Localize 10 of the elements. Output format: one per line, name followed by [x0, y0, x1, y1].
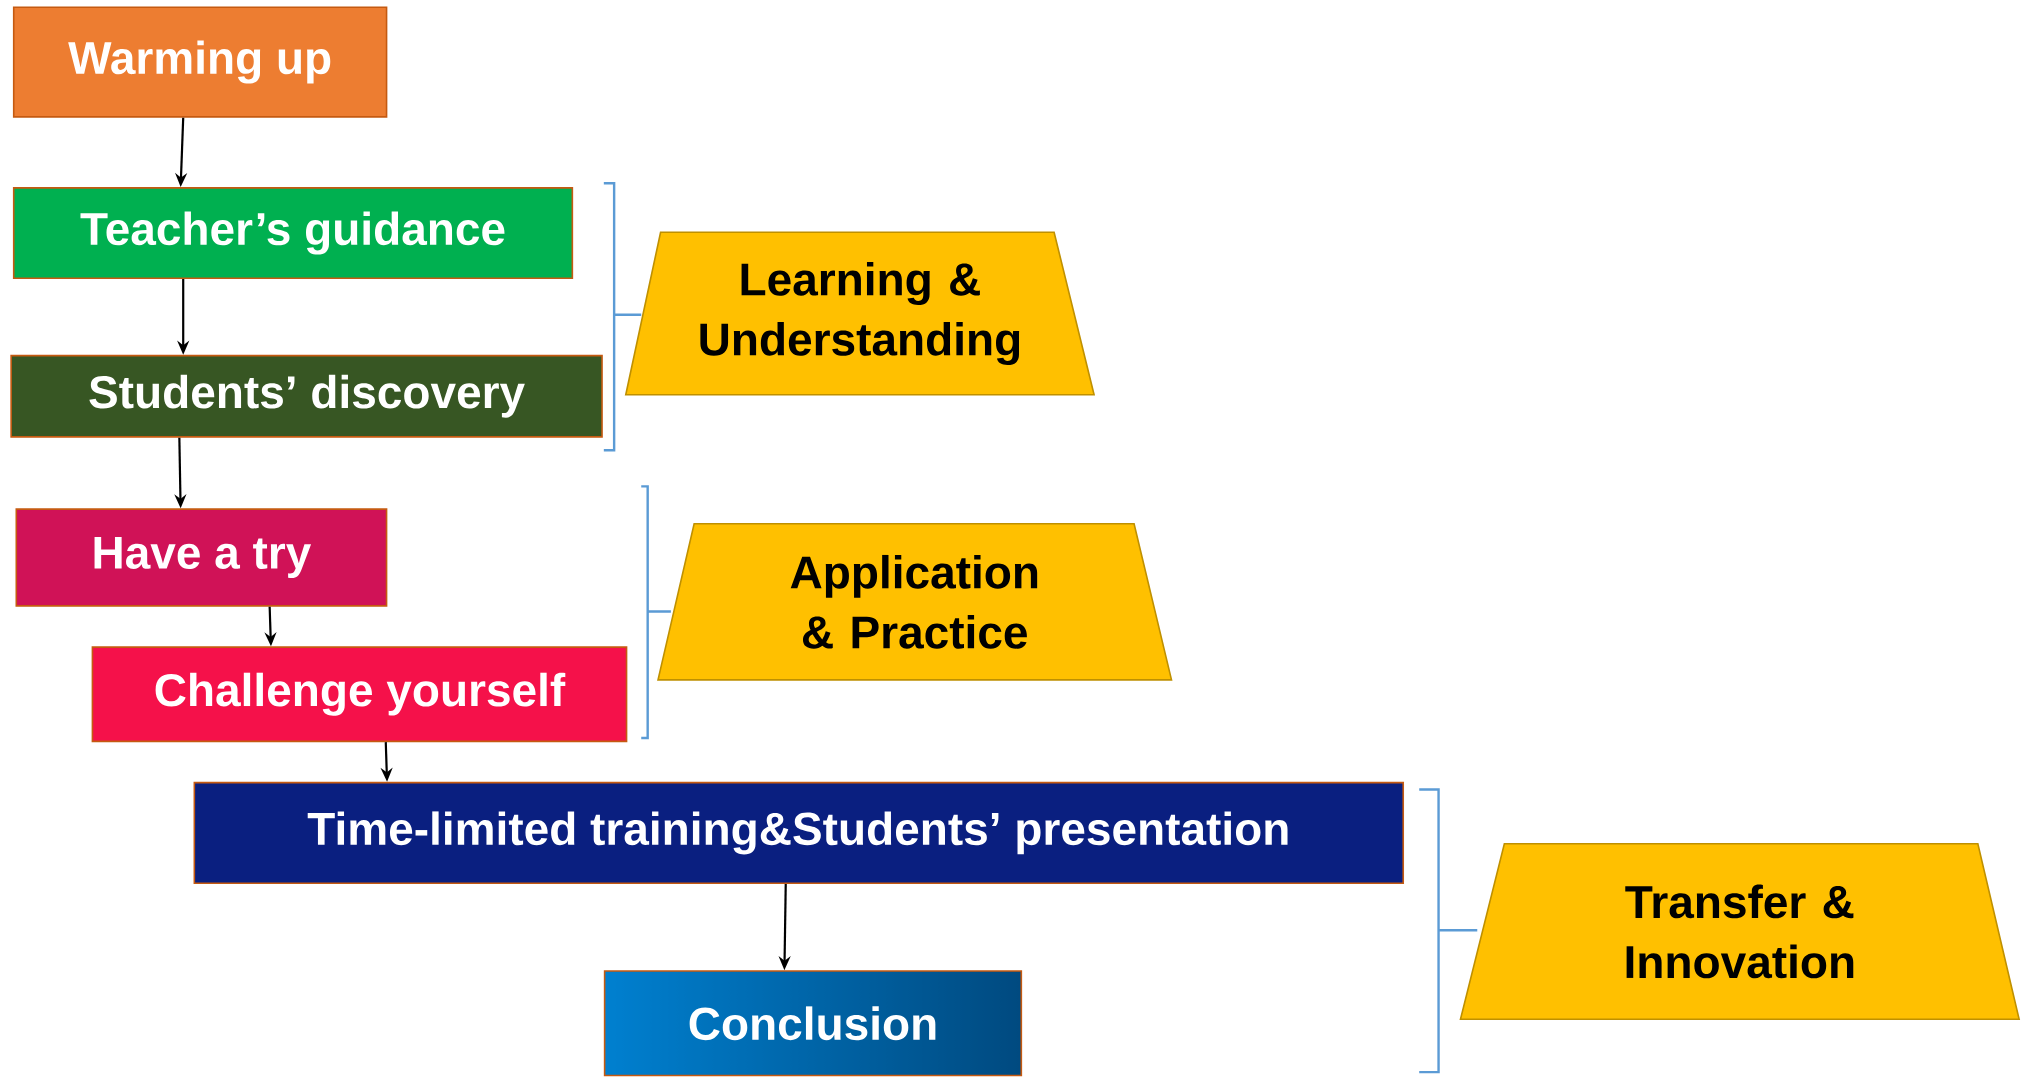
process-box: Students’ discovery [10, 354, 603, 438]
stage-trapezoid: Transfer & Innovation [1459, 842, 2021, 1020]
process-box: Have a try [15, 508, 388, 607]
stage-trapezoid: Application & Practice [657, 523, 1173, 681]
process-box: Teacher’s guidance [12, 187, 574, 279]
process-box: Conclusion [603, 970, 1023, 1077]
stage-trapezoid: Learning & Understanding [624, 231, 1096, 396]
process-box: Challenge yourself [91, 646, 628, 743]
process-box: Time-limited training&Students’ presentation [193, 781, 1405, 885]
process-box: Warming up [12, 6, 388, 118]
